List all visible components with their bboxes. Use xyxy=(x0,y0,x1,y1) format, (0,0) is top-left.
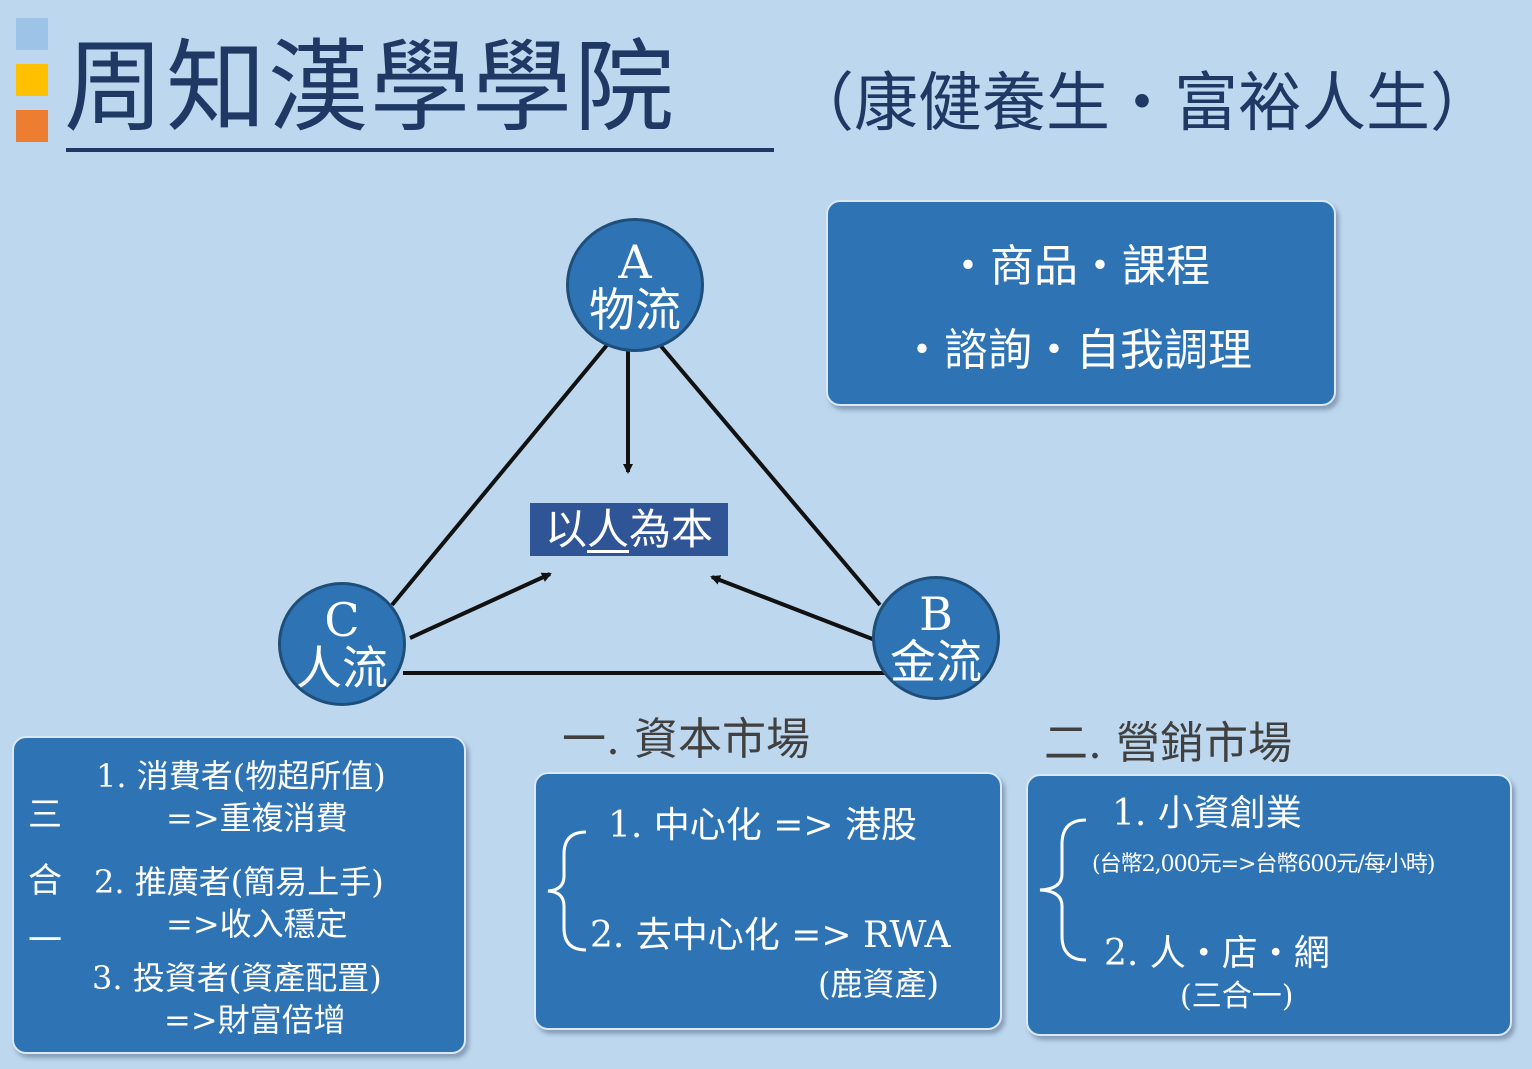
marketing-brace-icon xyxy=(1039,818,1087,962)
node-a-logistics: A 物流 xyxy=(566,218,704,352)
center-label-after: 為本 xyxy=(629,505,714,554)
edge-a-b xyxy=(658,343,882,607)
left-item-1: 1. 消費者(物超所值) xyxy=(96,757,386,795)
marketing-item-2: 2. 人・店・網 xyxy=(1104,933,1330,974)
marketing-market-panel: 1. 小資創業 (台幣2,000元=>台幣600元/每小時) 2. 人・店・網 … xyxy=(1026,774,1512,1036)
node-c-people: C 人流 xyxy=(278,582,406,706)
capital-brace-icon xyxy=(547,830,587,952)
center-label-before: 以 xyxy=(544,505,587,554)
left-item-2-sub: =>收入穩定 xyxy=(166,905,348,943)
marketing-market-heading: 二. 營銷市場 xyxy=(1044,718,1292,769)
capital-item-1: 1. 中心化 => 港股 xyxy=(608,805,918,846)
node-b-letter: B xyxy=(919,587,953,641)
products-line-2: ・諮詢・自我調理 xyxy=(900,325,1252,376)
marketing-item-2-sub: (三合一) xyxy=(1180,979,1294,1014)
marketing-item-1: 1. 小資創業 xyxy=(1112,793,1302,834)
capital-item-2: 2. 去中心化 => RWA xyxy=(590,915,951,956)
left-item-3: 3. 投資者(資產配置) xyxy=(92,959,382,997)
accent-square-blue xyxy=(16,18,48,50)
capital-item-2-sub: (鹿資產) xyxy=(818,965,939,1003)
marketing-item-1-sub: (台幣2,000元=>台幣600元/每小時) xyxy=(1092,852,1435,877)
page-title: 周知漢學學院 xyxy=(64,29,676,146)
products-line-1: ・商品・課程 xyxy=(946,241,1210,292)
left-item-3-sub: =>財富倍增 xyxy=(164,1001,346,1039)
left-item-1-sub: =>重複消費 xyxy=(166,799,348,837)
arrow-b-center xyxy=(710,575,876,642)
accent-square-orange xyxy=(16,110,48,142)
three-in-one-panel: 三 合 一 1. 消費者(物超所值) =>重複消費 2. 推廣者(簡易上手) =… xyxy=(12,736,466,1054)
node-c-letter: C xyxy=(324,593,360,647)
side-char-1: 三 xyxy=(28,795,62,835)
accent-square-yellow xyxy=(16,64,48,96)
side-char-3: 一 xyxy=(28,921,62,961)
node-a-letter: A xyxy=(618,235,652,289)
node-c-label: 人流 xyxy=(296,641,388,695)
center-label-emphasis: 人 xyxy=(586,505,629,554)
products-panel: ・商品・課程 ・諮詢・自我調理 xyxy=(826,200,1336,406)
edge-a-c xyxy=(390,343,609,607)
node-b-cashflow: B 金流 xyxy=(872,576,1000,700)
node-b-label: 金流 xyxy=(890,635,982,689)
page-subtitle: （康健養生・富裕人生） xyxy=(790,67,1494,141)
capital-market-heading: 一. 資本市場 xyxy=(562,714,810,765)
node-a-label: 物流 xyxy=(589,283,681,337)
title-underline xyxy=(66,148,774,152)
side-char-2: 合 xyxy=(28,861,62,901)
capital-market-panel: 1. 中心化 => 港股 2. 去中心化 => RWA (鹿資產) xyxy=(534,772,1002,1030)
left-item-2: 2. 推廣者(簡易上手) xyxy=(94,863,384,901)
arrow-c-center xyxy=(409,572,552,640)
center-label: 以人為本 xyxy=(530,503,728,556)
